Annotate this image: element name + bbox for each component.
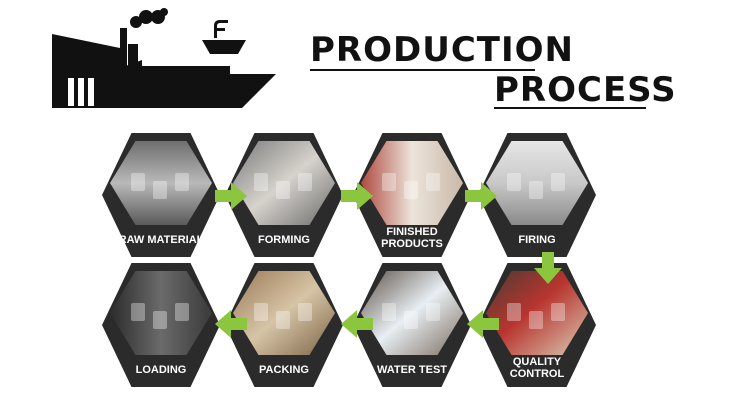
photo-detail <box>529 311 543 329</box>
title-line-1: PRODUCTION <box>310 30 574 70</box>
photo-detail <box>153 181 167 199</box>
photo-detail <box>551 173 565 191</box>
photo-detail <box>404 311 418 329</box>
photo-detail <box>298 303 312 321</box>
photo-detail <box>254 303 268 321</box>
photo-detail <box>254 173 268 191</box>
photo-detail <box>131 173 145 191</box>
molding-line-photo-icon <box>233 141 335 225</box>
factory-floor-photo-icon <box>110 141 212 225</box>
photo-detail <box>507 303 521 321</box>
step-loading: LOADING <box>102 263 220 387</box>
arrow-right-icon <box>341 182 373 210</box>
worker-finishing-basin-photo-icon <box>361 141 463 225</box>
step-label: FIRING <box>518 234 555 246</box>
smoke-icon <box>130 8 168 28</box>
arrow-left-icon <box>467 310 499 338</box>
basin-water-test-photo-icon <box>361 271 463 355</box>
photo-detail <box>507 173 521 191</box>
photo-detail <box>426 303 440 321</box>
carton-photo-icon <box>233 271 335 355</box>
photo-detail <box>404 181 418 199</box>
title-underline-1 <box>310 69 535 71</box>
step-label: LOADING <box>136 364 187 376</box>
photo-detail <box>276 181 290 199</box>
photo-detail <box>175 303 189 321</box>
step-raw-material: RAW MATERIAL <box>102 133 220 257</box>
photo-detail <box>426 173 440 191</box>
factory-logo-icon <box>52 8 276 108</box>
photo-detail <box>276 311 290 329</box>
arrow-left-icon <box>215 310 247 338</box>
step-label: QUALITY <box>513 356 562 368</box>
step-label: CONTROL <box>510 368 565 380</box>
step-label: RAW MATERIAL <box>119 234 204 246</box>
step-packing: PACKING <box>225 263 343 387</box>
step-label: FINISHED <box>386 226 437 238</box>
step-label: FORMING <box>258 234 310 246</box>
arrow-left-icon <box>341 310 373 338</box>
photo-detail <box>175 173 189 191</box>
faucet-icon <box>202 20 246 54</box>
arrow-right-icon <box>465 182 497 210</box>
container-loading-photo-icon <box>110 271 212 355</box>
inspection-photo-icon <box>486 271 588 355</box>
photo-detail <box>153 311 167 329</box>
photo-detail <box>131 303 145 321</box>
arrow-right-icon <box>215 182 247 210</box>
step-firing: FIRING <box>478 133 596 257</box>
step-water-test: WATER TEST <box>353 263 471 387</box>
arrow-down-icon <box>534 252 562 284</box>
title-line-2: PROCESS <box>494 70 677 110</box>
photo-detail <box>382 173 396 191</box>
title-underline-2 <box>494 107 646 109</box>
step-label: PRODUCTS <box>381 238 443 250</box>
photo-detail <box>551 303 565 321</box>
photo-detail <box>298 173 312 191</box>
step-label: WATER TEST <box>377 364 447 376</box>
photo-detail <box>382 303 396 321</box>
step-label: PACKING <box>259 364 309 376</box>
kiln-rack-photo-icon <box>486 141 588 225</box>
photo-detail <box>529 181 543 199</box>
step-forming: FORMING <box>225 133 343 257</box>
